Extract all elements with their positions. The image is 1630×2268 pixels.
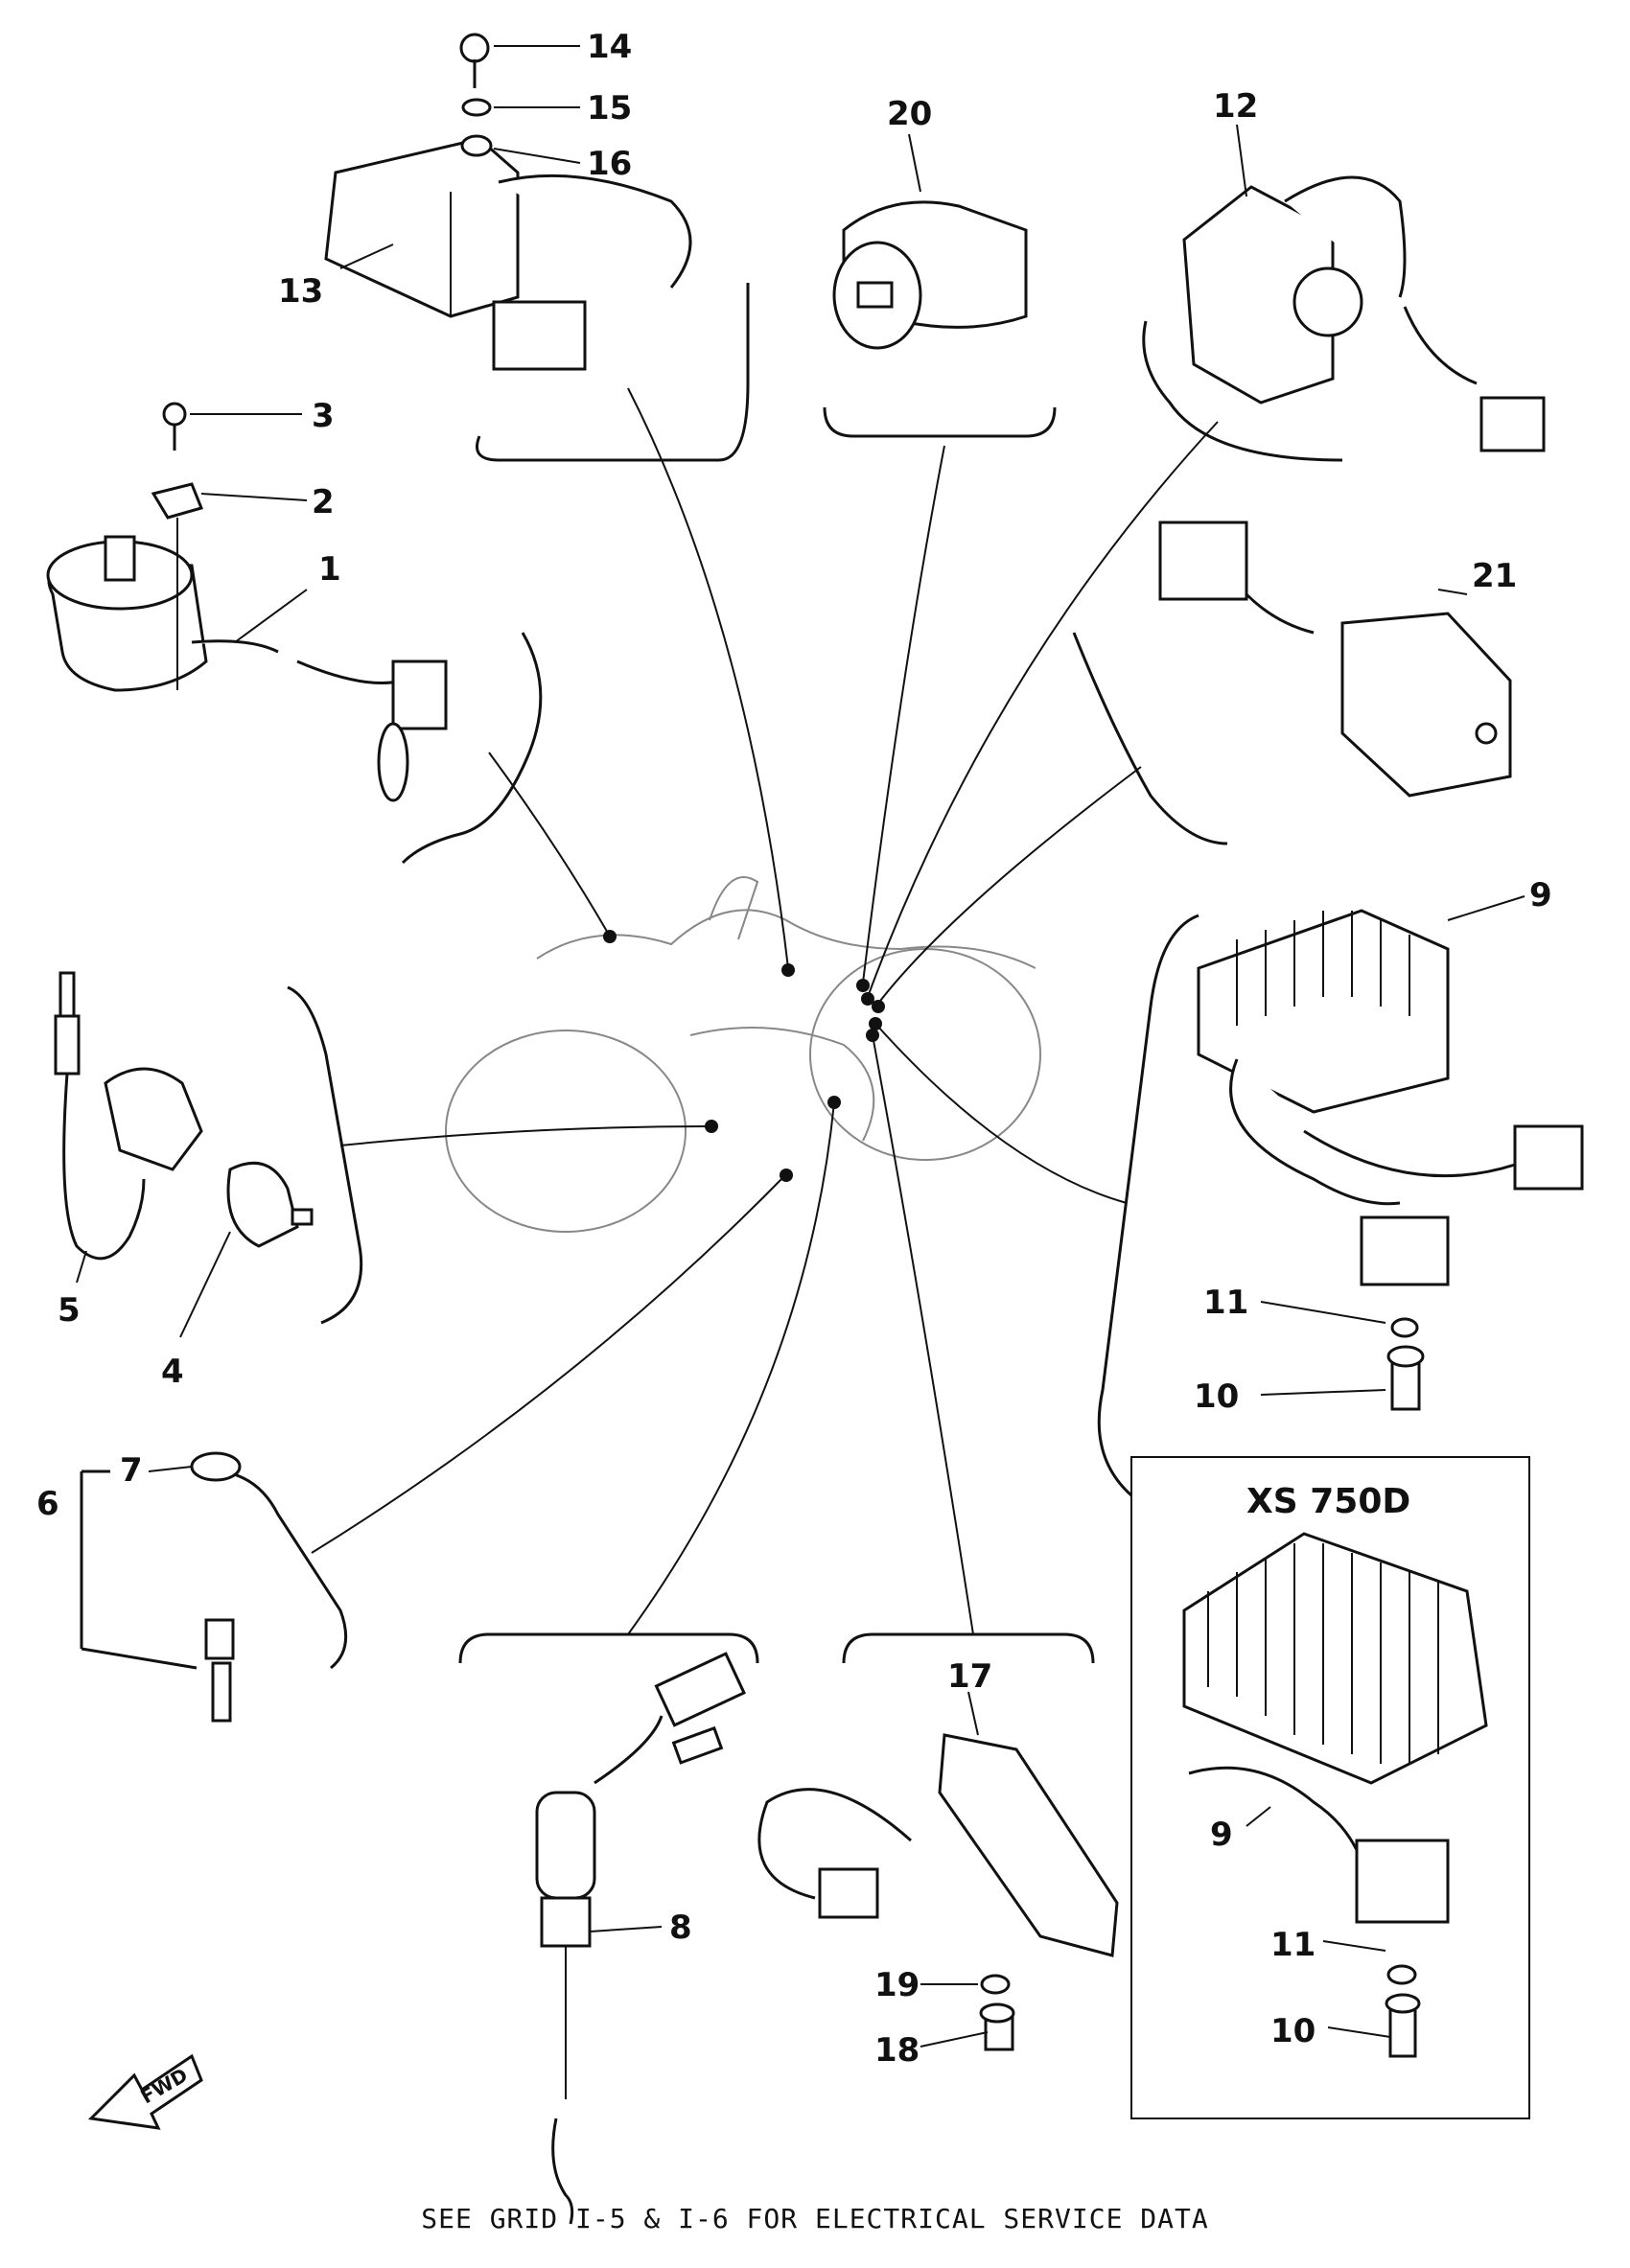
regulator-9 [1197, 909, 1584, 1411]
switch-4-and-sensor-5 [54, 971, 314, 1261]
callout-11-variant: 11 [1270, 1926, 1316, 1964]
ignition-switch-1 [46, 402, 448, 802]
callout-3: 3 [312, 397, 335, 435]
callout-5: 5 [58, 1291, 81, 1330]
callout-13: 13 [278, 272, 323, 311]
callout-numbers: 14 15 16 13 20 12 3 2 1 21 9 11 10 5 4 7… [36, 28, 1552, 2070]
callout-4: 4 [161, 1353, 184, 1391]
flasher-unit-21 [1158, 521, 1512, 798]
arrow-heads [603, 930, 885, 1182]
callout-21: 21 [1472, 557, 1517, 595]
callout-18: 18 [874, 2031, 920, 2070]
callout-10-variant: 10 [1270, 2012, 1316, 2050]
callout-2: 2 [312, 483, 335, 521]
callout-19: 19 [874, 1966, 920, 2004]
callout-15: 15 [587, 89, 632, 127]
relay-unit-12 [1182, 175, 1546, 452]
callout-17: 17 [947, 1657, 992, 1696]
fwd-arrow: FWD [87, 2053, 203, 2130]
callout-14: 14 [587, 28, 632, 66]
switch-17 [757, 1733, 1119, 2051]
callout-10-top: 10 [1194, 1377, 1239, 1416]
spark-plug-6-7 [80, 1451, 242, 1723]
relay-unit-13 [324, 33, 692, 371]
switch-8 [535, 1652, 746, 2225]
group-brackets [220, 283, 1343, 1670]
callout-6: 6 [36, 1485, 59, 1523]
callout-leaders [76, 45, 1525, 2048]
callout-11-top: 11 [1203, 1284, 1248, 1322]
footer-note: SEE GRID I-5 & I-6 FOR ELECTRICAL SERVIC… [421, 2203, 1209, 2234]
callout-8: 8 [669, 1909, 692, 1947]
variant-box [1130, 1456, 1530, 2119]
callout-1: 1 [318, 550, 341, 589]
callout-9-variant: 9 [1210, 1816, 1233, 1854]
sensor-unit-20 [832, 200, 1028, 350]
callout-9-top: 9 [1529, 876, 1552, 914]
callout-16: 16 [587, 145, 632, 183]
callout-20: 20 [887, 95, 932, 133]
motorcycle-silhouette [445, 876, 1041, 1233]
variant-title: XS 750D [1246, 1482, 1410, 1521]
leader-lines [311, 387, 1219, 1635]
callout-12: 12 [1213, 87, 1258, 126]
callout-7: 7 [120, 1451, 143, 1490]
